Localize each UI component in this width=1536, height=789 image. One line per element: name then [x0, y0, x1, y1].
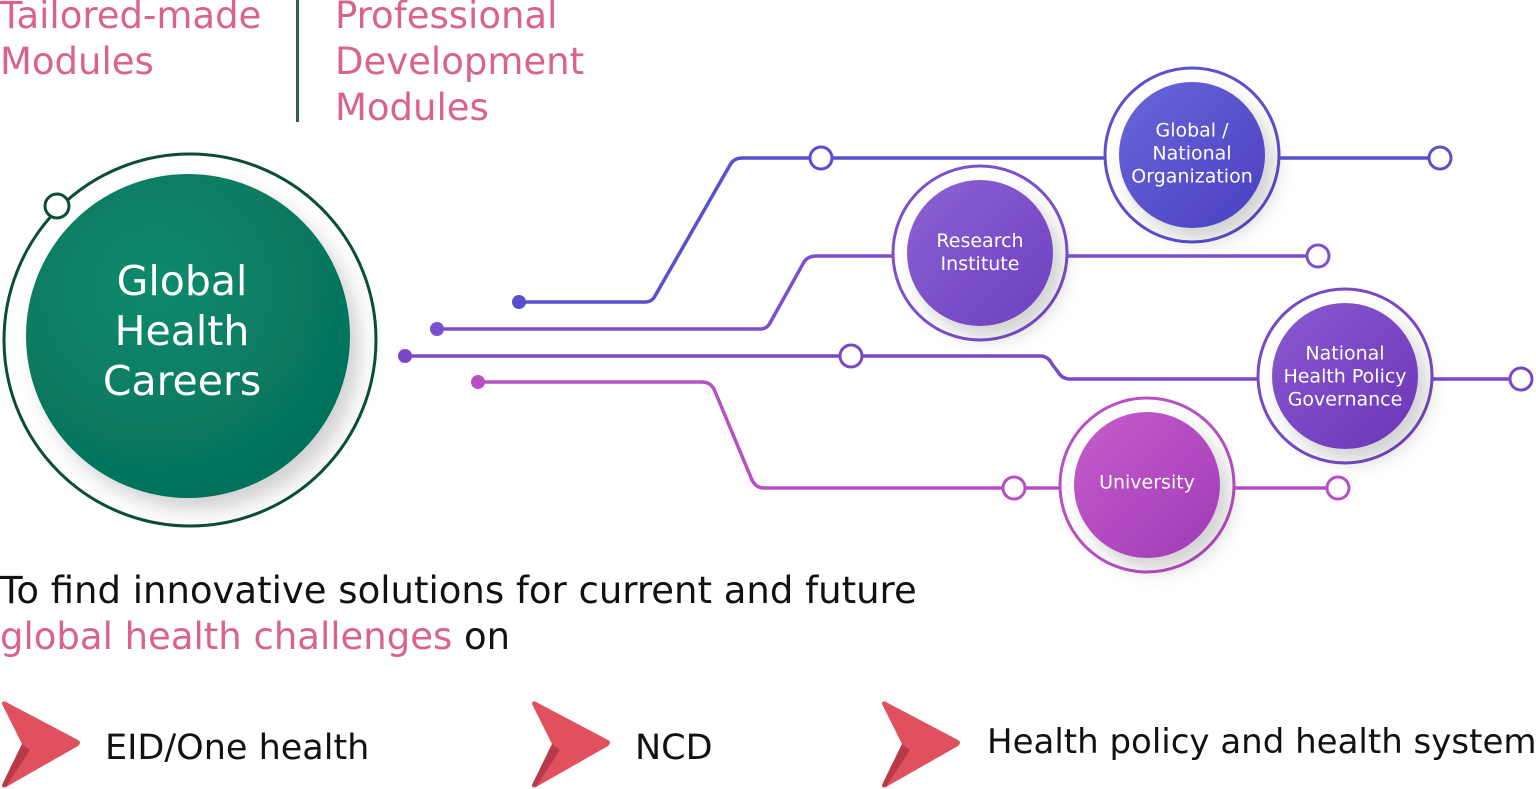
connector-node: [838, 343, 864, 369]
professional-modules-heading: Professional Development Modules: [335, 0, 584, 131]
topic-health-policy-label: Health policy and health systems: [987, 722, 1536, 762]
governance-line-3: Governance: [1287, 388, 1403, 411]
node-organization: [1103, 66, 1281, 244]
connector-start-dot: [398, 349, 412, 363]
connector-organization: [517, 156, 1442, 304]
organization-line-3: Organization: [1131, 165, 1253, 188]
career-diagram: [2, 66, 1534, 574]
connector-start-dot: [471, 375, 485, 389]
connector-research: [435, 254, 1320, 331]
tagline: To find innovative solutions for current…: [0, 568, 917, 660]
professional-line-1: Professional: [335, 0, 558, 37]
center-line-2: Health: [114, 307, 250, 355]
tagline-line-1: To find innovative solutions for current…: [0, 569, 917, 612]
connector-node: [1305, 243, 1331, 269]
topic-ncd-label: NCD: [635, 728, 713, 768]
node-governance: [1256, 287, 1434, 465]
node-university: [1058, 396, 1236, 574]
connector-node: [808, 145, 834, 171]
governance-line-1: National: [1305, 342, 1385, 365]
center-line-1: Global: [116, 257, 248, 305]
organization-line-2: National: [1152, 142, 1232, 165]
arrow-icon: [2, 701, 80, 788]
tailored-modules-heading: Tailored-made Modules: [0, 0, 261, 85]
connector-start-dot: [512, 295, 526, 309]
arrow-icon: [882, 701, 960, 788]
professional-line-2: Development: [335, 40, 585, 83]
connector-node: [1001, 475, 1027, 501]
tagline-end: on: [452, 615, 511, 658]
node-university-label: University: [1099, 472, 1195, 495]
center-label: Global Health Careers: [103, 256, 261, 406]
tailored-line-1: Tailored-made: [0, 0, 262, 37]
organization-line-1: Global /: [1155, 119, 1229, 142]
connector-node: [1325, 475, 1351, 501]
node-organization-label: Global / National Organization: [1131, 120, 1252, 189]
node-research-label: Research Institute: [936, 230, 1023, 276]
connector-governance: [403, 354, 1523, 381]
university-line-1: University: [1099, 471, 1195, 494]
connector-node: [1508, 366, 1534, 392]
tagline-line-2: global health challenges on: [0, 614, 917, 660]
center-circle: [2, 152, 378, 528]
governance-line-2: Health Policy: [1283, 365, 1407, 388]
arrow-icon: [532, 701, 610, 788]
connector-node: [1427, 145, 1453, 171]
tailored-line-2: Modules: [0, 40, 154, 83]
topic-eid-label: EID/One health: [105, 728, 370, 768]
node-governance-label: National Health Policy Governance: [1283, 343, 1406, 412]
professional-line-3: Modules: [335, 86, 489, 129]
heading-divider: [296, 0, 299, 122]
center-line-3: Careers: [102, 357, 262, 405]
research-line-2: Institute: [940, 253, 1020, 275]
research-line-1: Research: [936, 230, 1024, 252]
connector-university: [476, 380, 1340, 490]
node-research: [891, 164, 1069, 342]
connector-start-dot: [430, 322, 444, 336]
tagline-highlight: global health challenges: [0, 615, 453, 658]
